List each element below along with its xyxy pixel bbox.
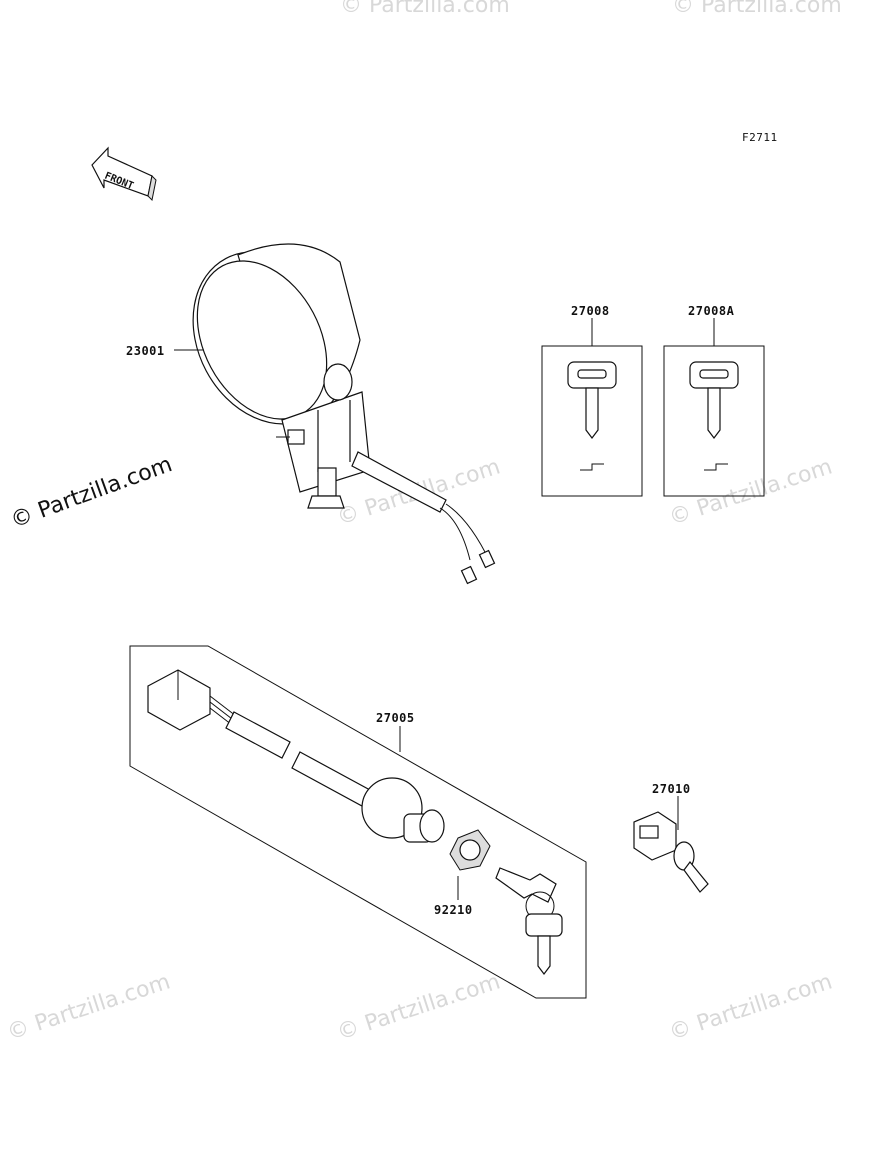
watermark-faint: © Partzilla.com xyxy=(666,454,835,530)
callout-label-27010: 27010 xyxy=(652,782,691,796)
watermark-faint-group: © Partzilla.com © Partzilla.com © Partzi… xyxy=(4,0,842,1046)
callout-label-27008A: 27008A xyxy=(688,304,735,318)
watermark-faint: © Partzilla.com xyxy=(666,969,835,1045)
watermark-faint: © Partzilla.com xyxy=(672,0,842,18)
key-box-27008 xyxy=(541,318,643,497)
watermark-faint: © Partzilla.com xyxy=(334,969,503,1045)
callout-label-27005: 27005 xyxy=(376,711,415,725)
small-switch-27010 xyxy=(633,811,709,893)
watermark-faint: © Partzilla.com xyxy=(4,969,173,1045)
front-arrow-icon: FRONT xyxy=(91,146,157,202)
watermark-faint: © Partzilla.com xyxy=(340,0,510,18)
ignition-switch-kit xyxy=(129,645,587,999)
callout-label-92210: 92210 xyxy=(434,903,473,917)
watermark-main: © Partzilla.com xyxy=(8,452,176,534)
callout-label-23001: 23001 xyxy=(126,344,165,358)
work-light-illustration xyxy=(192,243,496,585)
figure-code: F2711 xyxy=(742,131,778,144)
key-box-27008A xyxy=(663,318,765,497)
callout-label-27008: 27008 xyxy=(571,304,610,318)
